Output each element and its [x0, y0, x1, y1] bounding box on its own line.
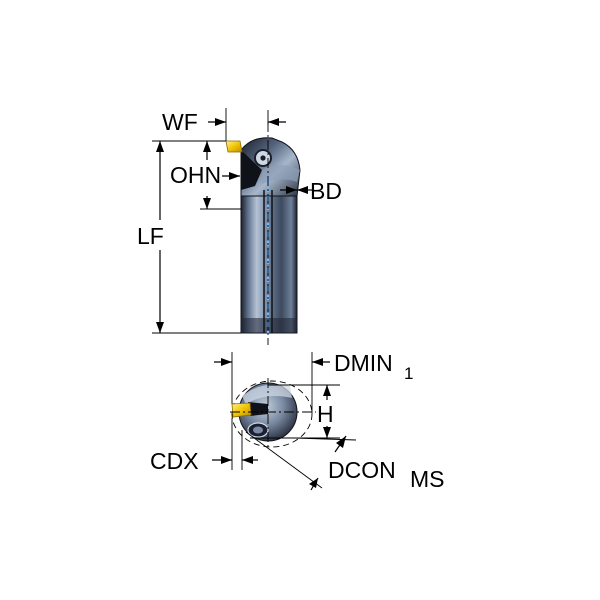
- clamp-screw-center: [260, 155, 266, 161]
- coolant-outlet-inner: [253, 426, 263, 434]
- bar-side-view: [225, 122, 301, 345]
- dmin-dimension: DMIN 1: [214, 350, 413, 414]
- lf-dimension: LF: [137, 140, 241, 334]
- dmin-subscript: 1: [404, 364, 413, 383]
- wf-label: WF: [162, 109, 198, 135]
- cdx-dimension: CDX: [150, 418, 258, 474]
- cdx-label: CDX: [150, 448, 199, 474]
- end-insert-seat: [248, 402, 268, 416]
- head-bevel: [262, 165, 300, 184]
- h-label: H: [317, 401, 334, 427]
- dcon-label: DCON: [328, 457, 396, 483]
- dcon-dimension: DCON MS: [245, 431, 445, 492]
- insert-seat: [241, 150, 262, 190]
- bd-dimension: BD: [280, 178, 342, 204]
- wf-dimension: WF: [162, 108, 286, 141]
- ohn-label: OHN: [170, 162, 221, 188]
- end-flat: [242, 384, 292, 404]
- dmin-label: DMIN: [334, 350, 393, 376]
- insert-tip: [225, 140, 243, 153]
- h-dimension: H: [250, 384, 340, 439]
- lf-label: LF: [137, 223, 164, 249]
- bar-end-view: [230, 378, 316, 448]
- bd-label: BD: [310, 178, 342, 204]
- dcon-subscript: MS: [410, 466, 445, 492]
- end-insert: [231, 402, 252, 418]
